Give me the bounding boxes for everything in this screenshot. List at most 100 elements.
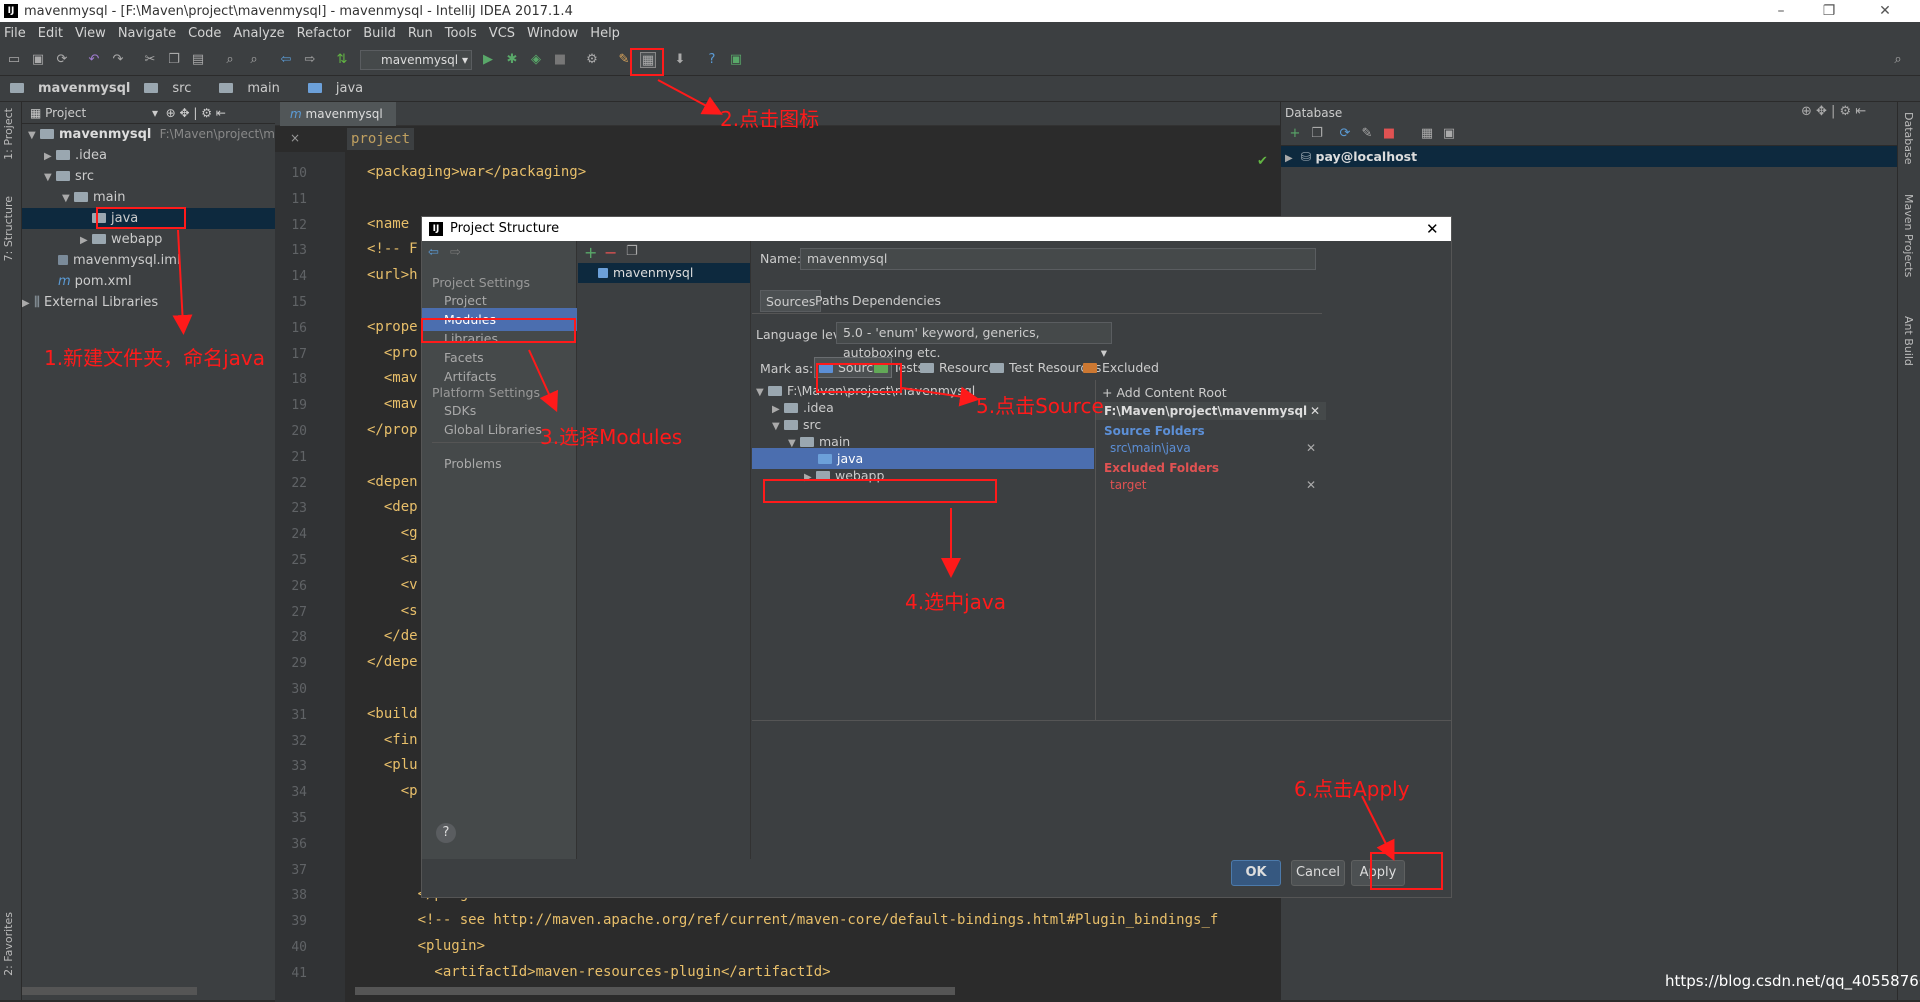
tab-structure[interactable]: 7: Structure — [2, 196, 15, 262]
add-content-root-button[interactable]: + Add Content Root — [1102, 385, 1227, 400]
menu-file[interactable]: File — [4, 25, 26, 41]
code-line[interactable]: <depen — [367, 473, 418, 490]
tab-dependencies[interactable]: Dependencies — [852, 293, 941, 308]
menu-run[interactable]: Run — [407, 25, 433, 41]
code-line[interactable]: <a — [367, 551, 418, 567]
copy-module-icon[interactable]: ❐ — [626, 244, 638, 259]
code-line[interactable]: </prop — [367, 422, 418, 438]
sdk-icon[interactable]: ⚙ — [586, 52, 598, 67]
tab-database[interactable]: Database — [1902, 112, 1915, 165]
remove-excluded-folder-icon[interactable]: ✕ — [1306, 478, 1317, 492]
code-line[interactable]: <p — [367, 783, 418, 800]
stop-icon[interactable]: ■ — [553, 52, 567, 67]
tree-item-mavenmysql[interactable]: ▼mavenmysql F:\Maven\project\mave — [28, 127, 297, 142]
code-line[interactable]: <mav — [367, 396, 418, 413]
table-icon[interactable]: ▦ — [1420, 126, 1434, 141]
mark-as-resources-button[interactable]: Resources — [920, 360, 1003, 375]
undo-icon[interactable]: ↶ — [88, 52, 100, 67]
code-line[interactable]: <plu — [367, 757, 418, 774]
menu-help[interactable]: Help — [590, 25, 620, 41]
code-line[interactable]: <!-- see http://maven.apache.org/ref/cur… — [367, 912, 1219, 929]
dialog-close-icon[interactable]: ✕ — [1426, 220, 1439, 238]
mark-as-excluded-button[interactable]: Excluded — [1083, 360, 1159, 375]
open-folder-icon[interactable]: ▭ — [7, 52, 21, 67]
console-icon[interactable]: ▣ — [1442, 126, 1456, 141]
nav-forward-icon[interactable]: ⇨ — [450, 245, 461, 260]
code-line[interactable]: <artifactId>maven-resources-plugin</arti… — [367, 963, 831, 980]
menu-tools[interactable]: Tools — [444, 25, 477, 41]
terminal-icon[interactable]: ▣ — [729, 52, 743, 67]
tree-item-webapp[interactable]: ▶webapp — [80, 232, 163, 247]
tab-maven-projects[interactable]: Maven Projects — [1902, 194, 1915, 278]
code-line[interactable]: <mav — [367, 370, 418, 387]
nav-item-problems[interactable]: Problems — [444, 456, 502, 471]
properties-icon[interactable]: ✎ — [1361, 126, 1373, 141]
tree-item-iml[interactable]: mavenmysql.iml — [22, 250, 275, 271]
breadcrumb-item[interactable]: src — [144, 81, 205, 96]
tree-item-src[interactable]: ▼src — [772, 417, 822, 432]
redo-icon[interactable]: ↷ — [112, 52, 124, 67]
language-level-select[interactable]: 5.0 - 'enum' keyword, generics, autoboxi… — [836, 322, 1112, 360]
tab-mavenmysql[interactable]: m mavenmysql × — [280, 102, 396, 145]
module-item-mavenmysql[interactable]: mavenmysql — [578, 263, 750, 283]
back-icon[interactable]: ⇦ — [280, 52, 292, 67]
ok-button[interactable]: OK — [1231, 860, 1281, 886]
tree-item-java[interactable]: java — [752, 448, 1094, 469]
nav-back-icon[interactable]: ⇦ — [428, 245, 439, 260]
code-line[interactable]: <pro — [367, 344, 418, 361]
code-line[interactable]: <!-- F — [367, 241, 418, 258]
menu-build[interactable]: Build — [363, 25, 396, 41]
refresh-icon[interactable]: ⟳ — [1339, 126, 1351, 141]
breadcrumb-item[interactable]: mavenmysql — [10, 81, 130, 96]
run-icon[interactable]: ▶ — [483, 52, 493, 67]
project-structure-icon[interactable]: ▦ — [640, 52, 656, 68]
excluded-folder-item[interactable]: target — [1110, 478, 1147, 492]
code-line[interactable]: <plugin> — [367, 938, 486, 954]
coverage-icon[interactable]: ◈ — [531, 52, 541, 67]
database-header-controls[interactable]: ⊕ ✥ | ⚙ ⇤ — [1801, 104, 1867, 119]
tab-favorites[interactable]: 2: Favorites — [2, 912, 15, 976]
tab-project[interactable]: 1: Project — [2, 108, 15, 160]
tree-item-idea[interactable]: ▶.idea — [44, 148, 107, 163]
settings-icon[interactable]: ✎ — [618, 52, 630, 67]
menu-refactor[interactable]: Refactor — [296, 25, 352, 41]
source-folder-item[interactable]: src\main\java — [1110, 441, 1191, 455]
project-scrollbar[interactable] — [22, 987, 197, 995]
tree-item-external-libraries[interactable]: ▶⫼External Libraries — [22, 295, 159, 310]
menu-window[interactable]: Window — [527, 25, 579, 41]
help-button[interactable]: ? — [436, 823, 456, 843]
save-icon[interactable]: ▣ — [31, 52, 45, 67]
tree-item-idea[interactable]: ▶.idea — [772, 400, 834, 415]
minimize-button[interactable]: – — [1777, 3, 1785, 19]
remove-module-icon[interactable]: − — [604, 243, 618, 262]
code-line[interactable]: <v — [367, 576, 418, 593]
tab-sources[interactable]: Sources — [760, 290, 822, 312]
tree-item-src[interactable]: ▼src — [44, 169, 94, 184]
add-datasource-icon[interactable]: + — [1289, 126, 1301, 141]
replace-icon[interactable]: ⌕ — [250, 52, 258, 67]
code-line[interactable]: <g — [367, 525, 418, 542]
editor-breadcrumb[interactable]: project — [347, 128, 415, 150]
forward-icon[interactable]: ⇨ — [304, 52, 316, 67]
code-line[interactable]: <s — [367, 602, 418, 619]
remove-source-folder-icon[interactable]: ✕ — [1306, 441, 1317, 455]
breadcrumb-item[interactable]: java — [307, 81, 377, 96]
code-line[interactable]: <packaging>war</packaging> — [367, 164, 587, 180]
nav-item-project[interactable]: Project — [444, 293, 487, 308]
close-window-button[interactable]: ✕ — [1879, 3, 1891, 19]
menu-analyze[interactable]: Analyze — [233, 25, 285, 41]
help-icon[interactable]: ? — [708, 52, 716, 67]
find-icon[interactable]: ⌕ — [226, 52, 234, 67]
code-line[interactable]: <dep — [367, 499, 418, 516]
nav-item-artifacts[interactable]: Artifacts — [444, 369, 497, 384]
tree-item-main[interactable]: ▼main — [62, 190, 126, 205]
module-name-field[interactable]: mavenmysql — [800, 248, 1316, 270]
tree-item-java[interactable]: java — [22, 208, 275, 229]
tree-item-main[interactable]: ▼main — [788, 434, 851, 449]
code-line[interactable]: <build — [367, 705, 418, 722]
cut-icon[interactable]: ✂ — [144, 52, 156, 67]
tab-paths[interactable]: Paths — [815, 293, 849, 308]
run-configuration-select[interactable]: mavenmysql ▾ — [360, 50, 472, 70]
code-line[interactable]: <fin — [367, 731, 418, 748]
